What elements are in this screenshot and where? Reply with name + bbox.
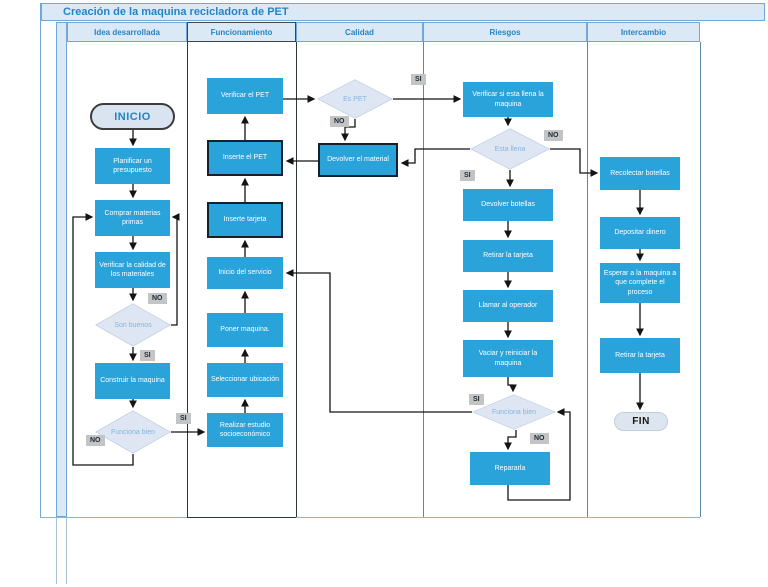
- strip-tail-line: [66, 518, 67, 584]
- lane-divider: [700, 42, 701, 517]
- chart-title: Creación de la maquina recicladora de PE…: [41, 3, 765, 21]
- terminator-fin: FIN: [614, 412, 668, 431]
- decision-son-buenos: Son buenos: [95, 303, 171, 347]
- process-realizar-estudio: Realizar estudio socioeconómico: [207, 413, 283, 447]
- process-verificar-calidad: Verificar la calidad de los materiales: [95, 252, 170, 288]
- terminator-inicio: INICIO: [90, 103, 175, 130]
- decision-es-pet: Es PET: [317, 79, 393, 119]
- process-planificar-presupuesto: Planificar un presupuesto: [95, 148, 170, 184]
- edge-label-no-funciona-2: NO: [530, 433, 549, 444]
- decision-funciona-bien-1: Funciona bien: [95, 410, 171, 454]
- edge-label-si-funciona-1: SI: [176, 413, 191, 424]
- frame-left-border: [40, 3, 41, 518]
- edge-label-no-esta-llena: NO: [544, 130, 563, 141]
- process-inserte-pet: Inserte el PET: [207, 140, 283, 176]
- lane-header-calidad: Calidad: [296, 22, 423, 42]
- lane-header-intercambio: Intercambio: [587, 22, 700, 42]
- lane-divider: [423, 42, 424, 517]
- lane-header-riesgos: Riesgos: [423, 22, 587, 42]
- process-retirar-tarjeta-intercambio: Retirar la tarjeta: [600, 338, 680, 373]
- decision-funciona-bien-2: Funciona bien: [472, 394, 556, 430]
- process-llamar-operador: Llamar al operador: [463, 290, 553, 322]
- edge-label-no-funciona-1: NO: [86, 435, 105, 446]
- frame-bottom-border-dark: [187, 517, 296, 518]
- process-recolectar-botellas: Recolectar botellas: [600, 157, 680, 190]
- process-esperar-maquina: Esperar a la maquina a que complete el p…: [600, 263, 680, 303]
- strip-tail-line: [56, 518, 57, 584]
- process-vaciar-reiniciar: Vaciar y reiniciar la maquina: [463, 340, 553, 377]
- process-devolver-material: Devolver el material: [318, 143, 398, 177]
- lane-header-funcionamiento: Funcionamiento: [187, 22, 296, 42]
- process-repararla: Repararla: [470, 452, 550, 485]
- frame-bottom-border: [40, 517, 700, 518]
- swimlane-side-strip: [56, 22, 67, 517]
- lane-header-idea-desarrollada: Idea desarrollada: [67, 22, 187, 42]
- process-poner-maquina: Poner maquina.: [207, 313, 283, 347]
- decision-esta-llena: Esta llena: [470, 128, 550, 170]
- edge-label-no-son-buenos: NO: [148, 293, 167, 304]
- process-retirar-tarjeta-riesgos: Retirar la tarjeta: [463, 240, 553, 272]
- edge-label-si-esta-llena: SI: [460, 170, 475, 181]
- process-comprar-materias: Comprar materias primas: [95, 200, 170, 236]
- edge-label-si-funciona-2: SI: [469, 394, 484, 405]
- lane-divider: [296, 42, 297, 517]
- process-construir-maquina: Construir la maquina: [95, 363, 170, 399]
- process-verificar-pet: Verificar el PET: [207, 78, 283, 114]
- edge-label-no-es-pet: NO: [330, 116, 349, 127]
- process-devolver-botellas: Devolver botellas: [463, 189, 553, 221]
- process-verificar-llena: Verificar si esta llena la maquina: [463, 82, 553, 117]
- lane-divider: [587, 42, 588, 517]
- process-inserte-tarjeta: Inserte tarjeta: [207, 202, 283, 238]
- process-inicio-servicio: Inicio del servicio: [207, 257, 283, 289]
- process-seleccionar-ubicacion: Seleccionar ubicación: [207, 363, 283, 397]
- edge-label-si-son-buenos: SI: [140, 350, 155, 361]
- lane-divider: [187, 42, 188, 517]
- edge-label-si-es-pet: SI: [411, 74, 426, 85]
- process-depositar-dinero: Depositar dinero: [600, 217, 680, 249]
